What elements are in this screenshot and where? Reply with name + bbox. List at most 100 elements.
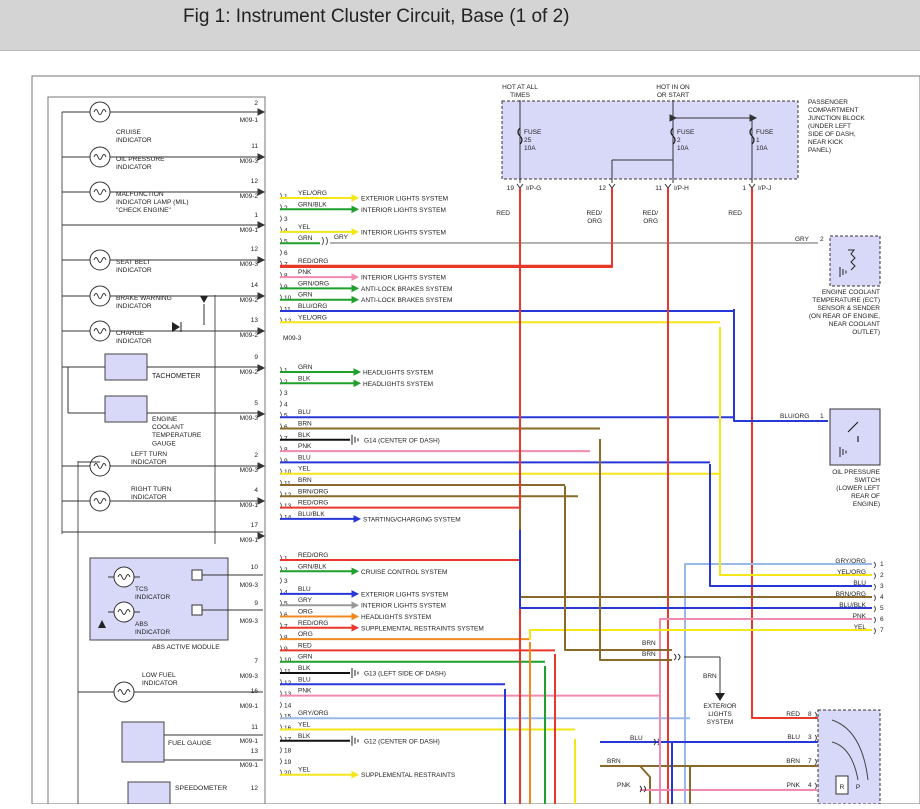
- connector-arrow-icon: [257, 364, 266, 372]
- connector-id: M09-3: [240, 415, 259, 422]
- connector-pin-icon: [873, 605, 876, 613]
- wire-color-label: RED/ORG: [298, 500, 328, 507]
- wire-color-label: RED: [786, 711, 800, 718]
- abs-module-label: ABS ACTIVE MODULE: [152, 644, 220, 651]
- wire-color-label: BRN: [607, 758, 621, 765]
- wire-color-label: PNK: [617, 782, 631, 789]
- internal-trace: [831, 741, 859, 781]
- connector-pin-icon: [279, 746, 282, 754]
- bulb-filament-icon: [93, 109, 107, 115]
- wire-color-label: BRN: [298, 421, 312, 428]
- connector-id: M09-1: [240, 738, 259, 745]
- connector-arrow-icon: [257, 108, 266, 116]
- connector-id: M09-2: [240, 193, 259, 200]
- internal-trace: [831, 719, 869, 781]
- connector-id: M09-3: [240, 467, 259, 474]
- fuse-icon: [517, 127, 523, 145]
- destination-label: ANTI-LOCK BRAKES SYSTEM: [361, 297, 452, 304]
- destination-arrow-icon: [351, 770, 360, 779]
- resistor-icon: [848, 249, 856, 271]
- wire-color-label: RED/ORG: [298, 258, 328, 265]
- destination-arrow-icon: [351, 284, 360, 293]
- connector-arrow-icon: [257, 532, 266, 540]
- connector-pin-icon: [279, 400, 282, 408]
- connector-pin-icon: [873, 572, 876, 580]
- destination-label: INTERIOR LIGHTS SYSTEM: [361, 229, 446, 236]
- wire-color-label: GRN: [298, 292, 313, 299]
- pin-number: 12: [251, 178, 259, 185]
- connector-id: M09-1: [240, 502, 259, 509]
- destination-label: EXTERIOR LIGHTS SYSTEM: [361, 591, 448, 598]
- connector-arrow-icon: [257, 188, 266, 196]
- module-relay-icon: [191, 604, 203, 616]
- destination-label: INTERIOR LIGHTS SYSTEM: [361, 603, 446, 610]
- connector-arrow-icon: [257, 292, 266, 300]
- connector-pin-number: 5: [880, 605, 884, 612]
- destination-arrow-icon: [353, 379, 362, 388]
- wire-red: [280, 188, 613, 268]
- wire-color-label: BLU/ORG: [298, 303, 327, 310]
- diode-icon: [98, 620, 106, 628]
- wire-color-label: ORG: [298, 631, 313, 638]
- fuse-icon: [670, 127, 676, 145]
- connector-pin-number: 3: [284, 216, 288, 223]
- indicator-bulb-icon: [89, 320, 111, 342]
- junction-block: [501, 100, 799, 180]
- pin-number: 9: [254, 600, 258, 607]
- pin-number: 13: [251, 748, 259, 755]
- destination-arrow-icon: [351, 590, 360, 598]
- wire-color-label: PNK: [298, 443, 312, 450]
- bulb-filament-icon: [93, 154, 107, 160]
- wire-red: [751, 188, 818, 719]
- pin-number: 7: [254, 658, 258, 665]
- connector-pin-number: 2: [880, 572, 884, 579]
- connector-pin-number: 3: [880, 583, 884, 590]
- junction-wire-label: RED/ORG: [586, 210, 602, 225]
- fuel-gauge: [121, 721, 165, 763]
- wire-color-label: BLK: [298, 375, 311, 382]
- wire-blu: [709, 464, 872, 587]
- wire-color-label: YEL: [298, 224, 311, 231]
- ground-label: G14 (CENTER OF DASH): [364, 437, 440, 444]
- connector-arrow-icon: [257, 462, 266, 470]
- connector-pin-number: 4: [808, 782, 812, 789]
- speedometer-gauge: [127, 781, 171, 805]
- wire-color-label: YEL/ORG: [298, 314, 327, 321]
- pin-number: 11: [251, 143, 258, 150]
- wire-color-label: BLU/ORG: [780, 413, 809, 420]
- wire-color-label: GRY: [298, 597, 313, 604]
- connector-pin-number: 8: [808, 711, 812, 718]
- wire-color-label: GRY/ORG: [835, 558, 866, 565]
- destination-label: CRUISE CONTROL SYSTEM: [361, 569, 447, 576]
- pin-number: 17: [251, 522, 259, 529]
- diode-icon: [172, 322, 180, 332]
- junction-pin-icon: [516, 183, 524, 189]
- wire-color-label: YEL: [854, 624, 867, 631]
- destination-label: INTERIOR LIGHTS SYSTEM: [361, 275, 446, 282]
- wire-color-label: YEL/ORG: [298, 190, 327, 197]
- pin-number: 13: [251, 317, 259, 324]
- destination-arrow-icon: [351, 273, 360, 281]
- speedometer-label: SPEEDOMETER: [175, 785, 227, 792]
- connector-id: M09-1: [240, 762, 259, 769]
- destination-arrow-icon: [351, 612, 360, 621]
- connector-arrow-icon: [257, 497, 266, 505]
- wire-color-label: GRN/BLK: [298, 201, 327, 208]
- wire-blu-blk: [519, 530, 872, 609]
- wire-color-label: BRN: [642, 640, 656, 647]
- wire-color-label: BRN: [298, 477, 312, 484]
- wire-color-label: BLU: [298, 409, 311, 416]
- pin-number: 12: [251, 785, 259, 792]
- ground-icon: [839, 267, 847, 277]
- junction-connector-id: I/P-H: [674, 185, 689, 192]
- destination-label: HEADLIGHTS SYSTEM: [363, 370, 433, 377]
